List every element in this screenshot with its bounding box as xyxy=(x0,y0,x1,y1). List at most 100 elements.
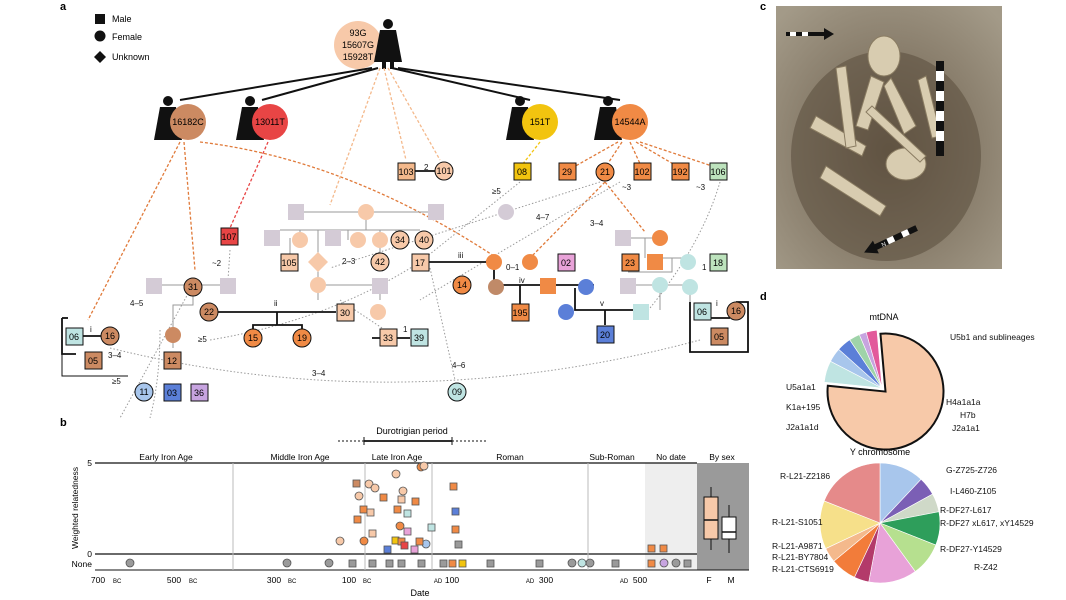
node-101-label: 101 xyxy=(436,166,451,176)
panel-d-letter: d xyxy=(760,291,767,303)
unsampled-female xyxy=(372,232,388,248)
unsampled-male xyxy=(220,278,236,294)
pie-label: R-DF27-Y14529 xyxy=(940,544,1002,554)
node-29-label: 29 xyxy=(562,167,572,177)
unsampled-female xyxy=(310,277,326,293)
node-21 xyxy=(595,162,615,182)
founder-circle xyxy=(334,21,382,69)
relation-label: i xyxy=(90,325,92,334)
relation-label: iv xyxy=(519,276,525,285)
node-11-label: 11 xyxy=(139,387,148,397)
y-chromosome-pie-chart: Y chromosome G-Z725-Z726 I-L460-Z105 R-D… xyxy=(772,447,1034,584)
pie-label: R-L21-Z2186 xyxy=(780,471,830,481)
pie-label: R-L21-CTS6919 xyxy=(772,564,834,574)
data-point xyxy=(397,495,406,504)
north-arrow-icon: N xyxy=(864,225,918,254)
y-tick-label: None xyxy=(72,559,93,569)
x-tick-labels: 700 BC 500 BC 300 BC 100 BC AD 100 AD 30… xyxy=(91,575,735,585)
node-105-label: 105 xyxy=(281,258,296,268)
relation-label: ii xyxy=(274,299,278,308)
period-label: Sub-Roman xyxy=(589,452,635,462)
panel-a-letter: a xyxy=(60,1,67,13)
data-point xyxy=(403,509,412,518)
data-point xyxy=(439,559,448,568)
node-09-label: 09 xyxy=(452,387,462,397)
founder-line-3: 15928T xyxy=(343,52,374,62)
data-point xyxy=(458,559,467,568)
relation-label: ~3 xyxy=(622,183,632,192)
data-point xyxy=(671,558,681,568)
node-17-label: 17 xyxy=(415,258,425,268)
unsampled-female xyxy=(486,254,502,270)
data-point xyxy=(282,558,292,568)
relation-lines xyxy=(109,181,721,419)
x-tick-label: AD xyxy=(434,579,443,585)
data-point xyxy=(359,536,369,546)
pie-label: R-DF27 xL617, xY14529 xyxy=(940,518,1034,528)
unsampled-female xyxy=(578,279,594,295)
x-tick-era: BC xyxy=(363,579,372,585)
x-tick-label: F xyxy=(706,575,711,585)
node-18 xyxy=(709,253,728,272)
unsampled-male xyxy=(647,254,663,270)
data-point xyxy=(535,559,544,568)
node-16 xyxy=(726,301,746,321)
box-female xyxy=(703,496,719,540)
pedigree-nodes: 103 101 08 29 21 102 192 106 107 34 40 1… xyxy=(65,161,746,402)
unsampled-female xyxy=(682,279,698,295)
node-39 xyxy=(410,328,429,347)
y-axis-label: Weighted relatedness xyxy=(70,467,80,549)
data-point xyxy=(449,482,458,491)
unsampled-male xyxy=(325,230,341,246)
pie-slice xyxy=(823,462,881,524)
pie-label: U5b1 and sublineages xyxy=(950,332,1035,342)
node-106 xyxy=(709,162,728,181)
unsampled-male xyxy=(372,278,388,294)
box-male xyxy=(721,516,737,540)
y-pie-slices xyxy=(819,462,941,584)
mtdna-pie-chart: mtDNA U5b1 and sublineages U5a1a1 K1a+19… xyxy=(786,312,1035,451)
data-point xyxy=(398,486,408,496)
node-16 xyxy=(100,326,120,346)
node-02 xyxy=(557,253,576,272)
node-21-label: 21 xyxy=(600,167,610,177)
chart-title: Durotrigian period xyxy=(376,426,448,436)
node-15-label: 15 xyxy=(248,333,258,343)
x-tick-label: 100 xyxy=(445,575,459,585)
unsampled-female xyxy=(522,254,538,270)
mtdna-pie-slices xyxy=(823,329,945,451)
y-tick-label: 5 xyxy=(87,458,92,468)
founder-line-2: 15607G xyxy=(342,40,374,50)
x-tick-label: M xyxy=(727,575,734,585)
data-point xyxy=(335,536,345,546)
subfounder-151t: 151T xyxy=(506,96,558,140)
unsampled-female xyxy=(498,204,514,220)
data-point xyxy=(448,559,457,568)
node-106-label: 106 xyxy=(710,167,725,177)
unsampled-male xyxy=(264,230,280,246)
node-19-label: 19 xyxy=(297,333,307,343)
node-29 xyxy=(558,162,577,181)
data-point xyxy=(370,483,380,493)
node-06-label: 06 xyxy=(69,332,79,342)
data-point xyxy=(353,515,362,524)
data-point xyxy=(415,537,424,546)
unsampled-male xyxy=(288,204,304,220)
data-point xyxy=(393,505,402,514)
node-195-label: 195 xyxy=(512,308,527,318)
node-40 xyxy=(414,230,434,250)
data-point xyxy=(567,558,577,568)
subfounder-label: 13011T xyxy=(255,117,285,127)
period-label: No date xyxy=(656,452,686,462)
relation-label: ~2 xyxy=(212,259,222,268)
none-row-points xyxy=(125,544,692,568)
data-point xyxy=(659,558,669,568)
node-11 xyxy=(134,382,154,402)
subfounder-label: 151T xyxy=(530,117,551,127)
x-tick-label: 300 xyxy=(267,575,281,585)
x-tick-era: 500 xyxy=(633,575,647,585)
period-label: By sex xyxy=(709,452,735,462)
pie-label: J2a1a1d xyxy=(786,422,819,432)
period-label: Middle Iron Age xyxy=(270,452,329,462)
